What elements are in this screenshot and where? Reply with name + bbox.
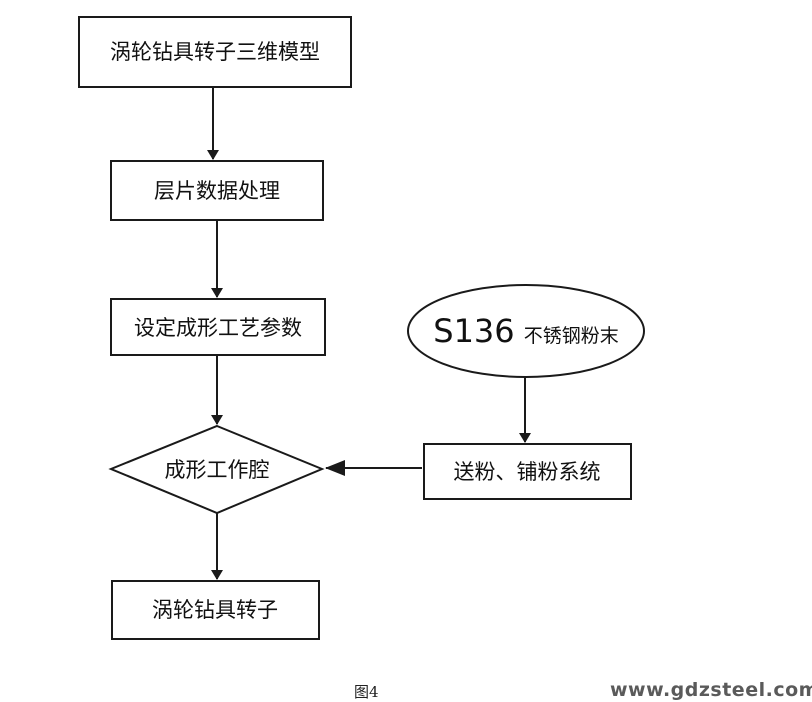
node-powder-label: S136 不锈钢粉末: [433, 312, 619, 350]
node-rotor: 涡轮钻具转子: [111, 580, 320, 640]
node-feed: 送粉、铺粉系统: [423, 443, 632, 500]
node-model-label: 涡轮钻具转子三维模型: [110, 40, 320, 64]
node-feed-label: 送粉、铺粉系统: [454, 460, 601, 484]
node-params: 设定成形工艺参数: [110, 298, 326, 356]
node-slice-label: 层片数据处理: [154, 179, 280, 203]
node-chamber: 成形工作腔: [108, 424, 325, 515]
node-params-label: 设定成形工艺参数: [134, 316, 302, 340]
watermark: www.gdzsteel.com: [610, 679, 812, 701]
node-slice: 层片数据处理: [110, 160, 324, 221]
powder-grade: S136: [433, 312, 514, 350]
powder-material: 不锈钢粉末: [524, 325, 619, 347]
node-powder: S136 不锈钢粉末: [407, 284, 645, 378]
node-rotor-label: 涡轮钻具转子: [152, 598, 278, 622]
figure-caption: 图4: [354, 683, 379, 701]
node-chamber-label: 成形工作腔: [165, 458, 270, 482]
node-model: 涡轮钻具转子三维模型: [78, 16, 352, 88]
